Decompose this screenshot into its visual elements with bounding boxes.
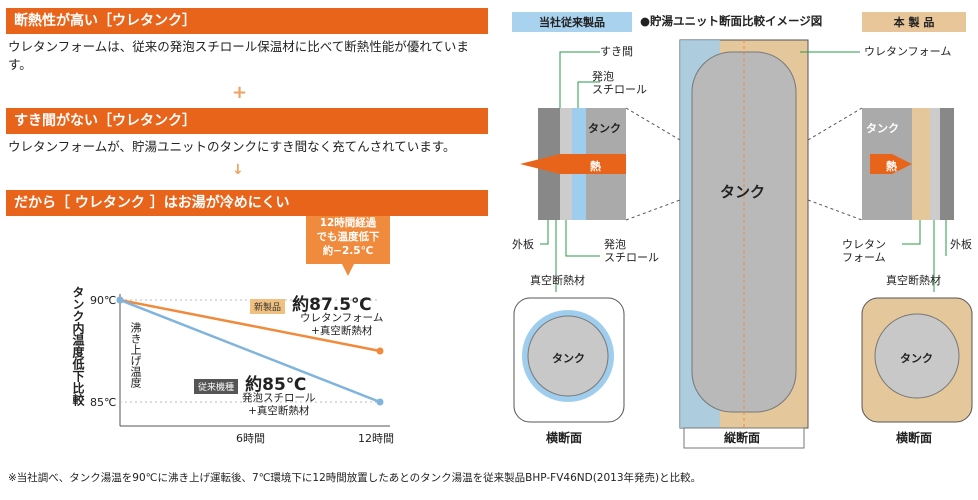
right-cross-tank (874, 313, 960, 399)
leader-styrofoam2 (565, 220, 600, 257)
leader-styrofoam (577, 81, 600, 108)
label-tank-left: タンク (588, 122, 621, 135)
zoom-line-left-top (625, 107, 681, 141)
label-cross-right: 横断面 (896, 431, 933, 445)
new-product-chip: 新製品 (250, 299, 286, 314)
callout-pointer (342, 264, 354, 276)
label-tank-center: タンク (720, 183, 766, 201)
left-heat-arrow-body (560, 154, 626, 174)
cross-section-diagram (513, 39, 973, 449)
leader-urethane2 (902, 220, 921, 245)
new-product-note: ウレタンフォーム +真空断熱材 (300, 312, 384, 337)
vertical-base (683, 427, 805, 449)
old-product-value: 約85℃ (245, 375, 307, 395)
series-point-1-2 (376, 398, 384, 406)
label-outer: 外板 (512, 238, 534, 251)
section-title-nogap: すき間がない［ウレタンク］ (6, 108, 488, 134)
series-line-1 (119, 298, 381, 404)
old-product-note: 発泡スチロール +真空断熱材 (242, 392, 316, 417)
diagram-title: ●貯湯ユニット断面比較イメージ図 (640, 14, 823, 28)
x-tick-6h: 6時間 (236, 432, 265, 445)
old-product-chip: 従来機種 (194, 379, 239, 394)
section-title-insulation: 断熱性が高い［ウレタンク］ (6, 8, 488, 34)
section-body-nogap: ウレタンフォームが、貯湯ユニットのタンクにすき間なく充てんされています。 (8, 139, 456, 154)
zoom-line-right-bottom (807, 199, 863, 221)
label-urethane: ウレタンフォーム (864, 45, 952, 58)
label-urethane2: ウレタン フォーム (842, 238, 886, 264)
arrow-down-icon: ↓ (232, 162, 244, 178)
new-product-value: 約87.5℃ (292, 295, 372, 315)
right-heat-arrow-body (870, 154, 892, 174)
section-body-insulation: ウレタンフォームは、従来の発泡スチロール保温材に比べて断熱性能が優れています。 (8, 39, 469, 72)
new-product-annotation: 新製品 約87.5℃ (250, 290, 372, 315)
right-urethane (912, 108, 930, 220)
new-product-tag: 本 製 品 (862, 12, 966, 32)
y-tick-90: 90℃ (90, 294, 117, 307)
label-tank-cross-right: タンク (900, 352, 933, 365)
label-heat-right: 熱 (886, 160, 897, 173)
leader-outer (540, 220, 549, 245)
label-tank-right: タンク (866, 122, 899, 135)
label-outer2: 外板 (950, 238, 972, 251)
label-vertical: 縦断面 (724, 431, 761, 445)
old-product-tag: 当社従来製品 (512, 12, 632, 32)
x-tick-12h: 12時間 (358, 432, 394, 445)
left-cross-tank (527, 315, 609, 397)
series-point-0-2 (376, 347, 384, 355)
chart-y-label: タンク内温度低下比較 (71, 286, 85, 406)
series-point-1-0 (116, 296, 124, 304)
zoom-line-right-top (807, 107, 863, 141)
left-heat-arrow (520, 154, 560, 174)
footnote: ※当社調べ、タンク湯温を90℃に沸き上げ運転後、7℃環境下に12時間放置したあと… (8, 472, 702, 484)
old-product-annotation: 従来機種 約85℃ (194, 370, 306, 395)
label-tank-cross-left: タンク (552, 352, 585, 365)
leader-gap (559, 51, 600, 108)
y-tick-85: 85℃ (90, 396, 117, 409)
chart-inner-label: 沸き上げ温度 (129, 322, 142, 388)
series-line-0 (119, 298, 381, 353)
label-cross-left: 横断面 (546, 431, 583, 445)
label-gap: すき間 (600, 45, 633, 58)
label-heat-left: 熱 (590, 160, 601, 173)
right-outer-plate (940, 108, 954, 220)
label-vacuum2: 真空断熱材 (886, 274, 941, 287)
label-styrofoam2: 発泡 スチロール (604, 238, 659, 264)
plus-icon: + (232, 82, 248, 103)
right-heat-arrow (892, 154, 912, 174)
label-styrofoam: 発泡 スチロール (592, 70, 647, 96)
callout-box: 12時間経過 でも温度低下 約−2.5℃ (306, 216, 390, 264)
right-vacuum (930, 108, 940, 220)
label-vacuum: 真空断熱材 (530, 274, 585, 287)
section-title-conclusion: だから［ ウレタンク ］はお湯が冷めにくい (6, 190, 488, 216)
zoom-line-left-bottom (625, 199, 681, 221)
